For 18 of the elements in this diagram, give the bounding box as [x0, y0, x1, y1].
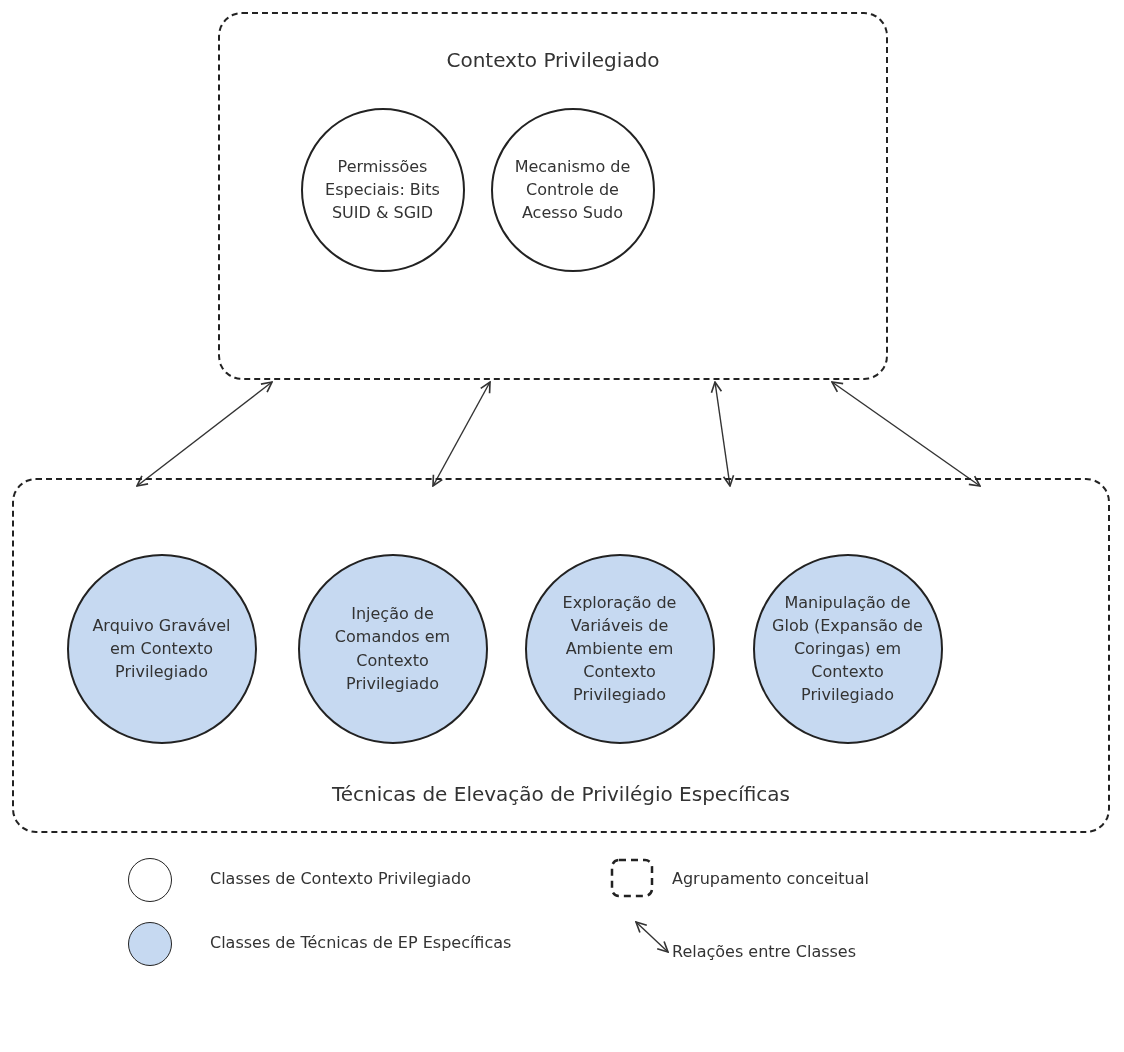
double-arrow — [710, 381, 735, 487]
class-circle: Arquivo Gravável em Contexto Privilegiado — [66, 553, 257, 744]
class-circle: Manipulação de Glob (Expansão de Coringas) em Contexto Privilegiado — [752, 553, 943, 744]
legend-label: Agrupamento conceitual — [672, 869, 869, 888]
double-arrow — [432, 381, 491, 487]
dashed-group-box — [218, 12, 888, 380]
double-arrow — [136, 381, 273, 487]
class-circle: Mecanismo de Controle de Acesso Sudo — [490, 107, 655, 272]
legend-label: Classes de Contexto Privilegiado — [210, 869, 471, 888]
group-title: Técnicas de Elevação de Privilégio Específicas — [332, 782, 790, 806]
class-circle: Exploração de Variáveis de Ambiente em Contexto Privilegiado — [524, 553, 715, 744]
class-circle: Injeção de Comandos em Contexto Privilegiado — [297, 553, 488, 744]
group-title: Contexto Privilegiado — [446, 48, 660, 72]
dashed-group-box — [12, 478, 1110, 833]
legend-label: Classes de Técnicas de EP Específicas — [210, 933, 512, 952]
double-arrow — [831, 381, 981, 487]
class-circle: Permissões Especiais: Bits SUID & SGID — [300, 107, 465, 272]
legend-label: Relações entre Classes — [672, 942, 857, 961]
